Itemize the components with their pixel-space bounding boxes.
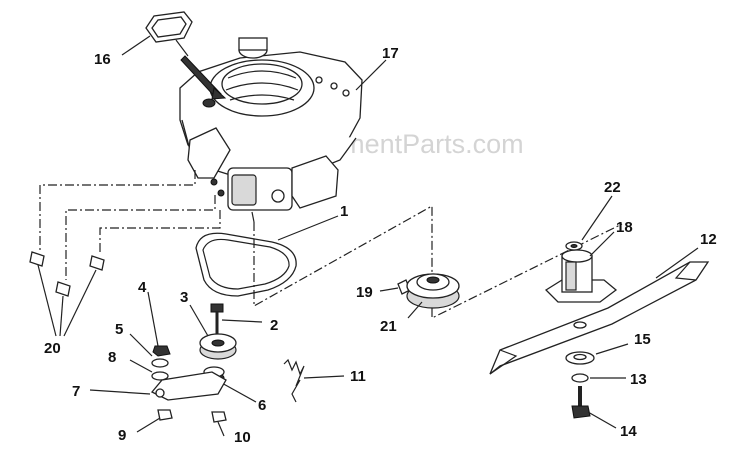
callout-4: 4 (138, 279, 147, 296)
callout-21: 21 (380, 318, 397, 335)
leader-16 (121, 35, 151, 56)
part-2-bolt (210, 303, 263, 334)
part-14-bolt (571, 386, 617, 429)
part-18-blade-adapter (544, 231, 618, 303)
callout-15: 15 (634, 331, 651, 348)
part-11-spring (283, 358, 345, 403)
blade-path-dashline (431, 223, 623, 319)
part-1-belt (195, 215, 339, 297)
part-4-5-8-hardware (129, 291, 171, 381)
callout-3: 3 (180, 289, 188, 306)
mounting-bolts (29, 170, 221, 337)
callout-19: 19 (356, 284, 373, 301)
callout-17: 17 (382, 45, 399, 62)
callout-13: 13 (630, 371, 647, 388)
part-13-lock-washer (571, 373, 626, 383)
part-19-key (379, 279, 411, 295)
callout-8: 8 (108, 349, 116, 366)
engine (179, 37, 363, 223)
leader-17 (355, 59, 387, 91)
callout-10: 10 (234, 429, 251, 446)
belt-path-dashline (253, 204, 433, 308)
callout-20: 20 (44, 340, 61, 357)
callout-5: 5 (115, 321, 123, 338)
callout-16: 16 (94, 51, 111, 68)
callout-14: 14 (620, 423, 637, 440)
callout-22: 22 (604, 179, 621, 196)
callout-7: 7 (72, 383, 80, 400)
callout-9: 9 (118, 427, 126, 444)
callout-11: 11 (350, 368, 366, 385)
part-10-nut (211, 411, 227, 437)
callout-18: 18 (616, 219, 633, 236)
part-7-idler-arm (89, 371, 227, 401)
part-12-blade (489, 247, 710, 375)
part-22-washer (565, 195, 613, 251)
callout-6: 6 (258, 397, 266, 414)
part-9-bolt (136, 409, 173, 433)
callout-12: 12 (700, 231, 717, 248)
part-16-grip (145, 11, 227, 100)
part-3-idler-pulley (189, 304, 237, 360)
callout-1: 1 (340, 203, 348, 220)
callout-2: 2 (270, 317, 278, 334)
part-21-drive-pulley (406, 273, 460, 319)
part-15-washer (565, 343, 629, 365)
